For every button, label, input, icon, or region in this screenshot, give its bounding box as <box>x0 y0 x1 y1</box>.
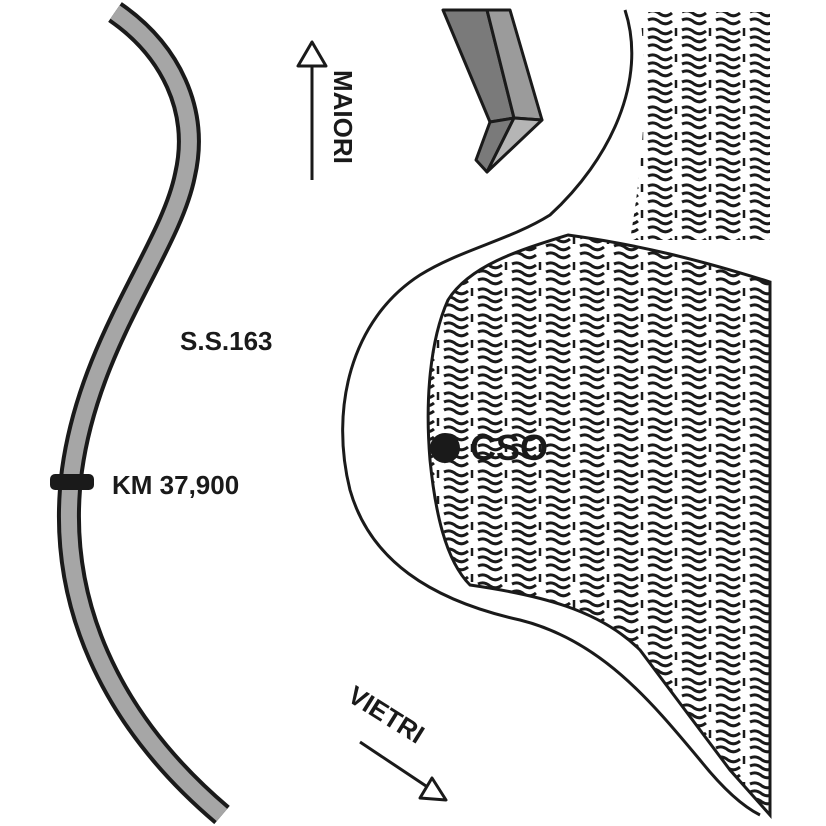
arrow-up-icon <box>296 40 328 180</box>
land-boundary <box>341 9 761 817</box>
km-marker-label: KM 37,900 <box>112 470 239 500</box>
km-marker-icon <box>50 474 94 490</box>
vegetation-area-main <box>426 233 772 819</box>
road-ss163 <box>57 2 230 825</box>
site-dot-icon <box>430 433 460 463</box>
direction-south-label: VIETRI <box>343 680 430 750</box>
vegetation-area-north <box>630 12 770 240</box>
arrow-down-right-icon <box>359 740 448 802</box>
site-label: CSO <box>470 427 548 468</box>
wall-structure <box>441 8 544 174</box>
road-label: S.S.163 <box>180 326 273 356</box>
direction-north-label: MAIORI <box>328 70 358 164</box>
